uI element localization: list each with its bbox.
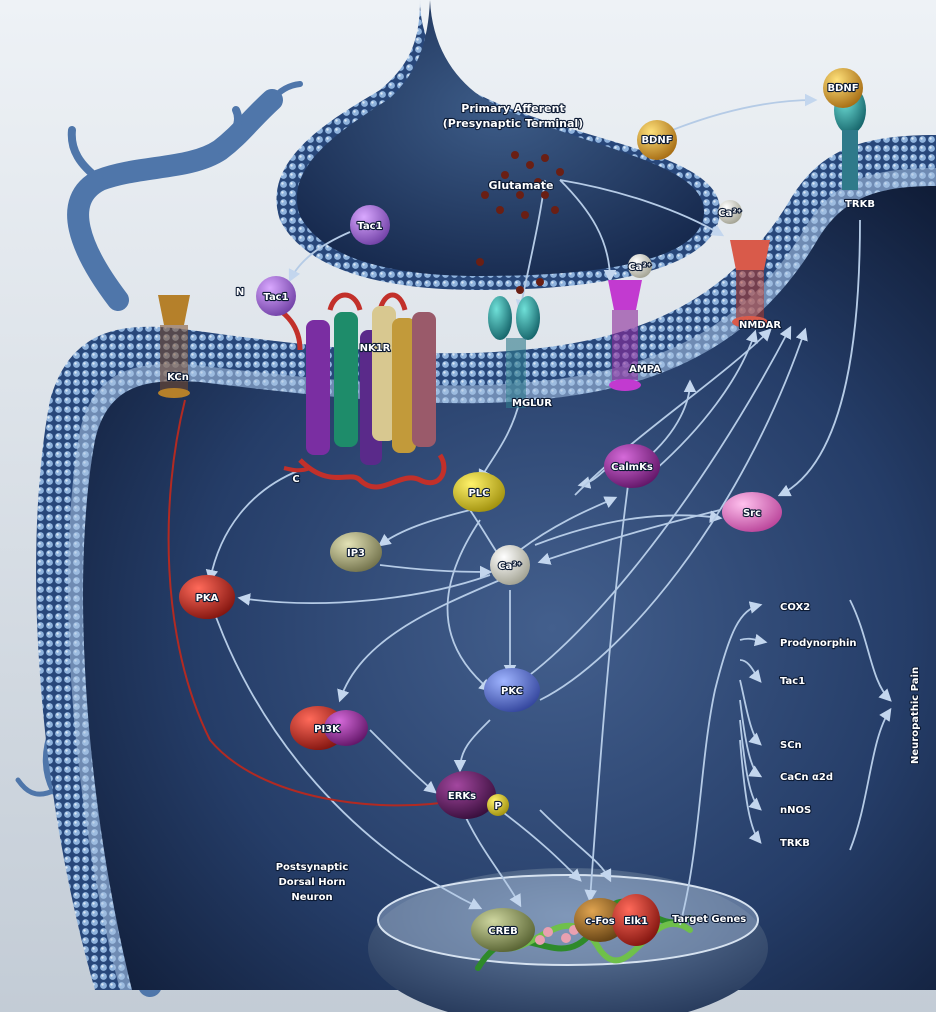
elk1-label: Elk1 [624, 916, 648, 927]
gene-item-scn: SCn [780, 740, 802, 751]
ip3-label: IP3 [347, 548, 365, 559]
glutamate-label: Glutamate [489, 179, 554, 192]
gene-item-nnos: nNOS [780, 805, 811, 816]
nk1r-label: NK1R [360, 343, 391, 354]
gene-item-cox2: COX2 [780, 602, 810, 613]
nmdar-channel [730, 240, 770, 328]
cfos-label: c-Fos [585, 916, 614, 927]
ca-central-label: Ca²⁺ [498, 561, 522, 572]
calmks-label: CalmKs [611, 462, 653, 473]
c-terminus-label: C [292, 474, 299, 485]
nmdar-label: NMDAR [739, 320, 781, 331]
mglur-label: MGLUR [512, 398, 552, 409]
kcn-label: KCn [167, 372, 189, 383]
target-genes-label: Target Genes [672, 914, 746, 925]
gene-item-prodynorphin: Prodynorphin [780, 638, 857, 649]
creb-label: CREB [488, 926, 518, 937]
postsynaptic-title-line2: Dorsal Horn [278, 877, 345, 888]
pka-label: PKA [196, 593, 219, 604]
presynaptic-title-line1: Primary Afferent [461, 102, 564, 115]
bdnf-vesicle-label: BDNF [641, 135, 672, 146]
pkc-label: PKC [501, 686, 523, 697]
tac1-bound-label: Tac1 [263, 292, 288, 303]
phospho-label: P [494, 801, 501, 812]
ca-nmdar-label: Ca²⁺ [718, 208, 742, 219]
gene-item-cacn-a2d: CaCn α2d [780, 772, 833, 783]
neuropathic-pain-label: Neuropathic Pain [910, 667, 921, 764]
bdnf-extracellular-label: BDNF [827, 83, 858, 94]
plc-label: PLC [468, 488, 489, 499]
ampa-label: AMPA [629, 364, 661, 375]
tac1-vesicle-label: Tac1 [357, 221, 382, 232]
postsynaptic-title-line1: Postsynaptic [276, 862, 349, 873]
n-terminus-label: N [236, 287, 244, 298]
trkb-receptor-label: TRKB [845, 199, 875, 210]
gene-item-trkb: TRKB [780, 838, 810, 849]
pi3k-label: PI3K [314, 724, 341, 735]
presynaptic-title-line2: (Presynaptic Terminal) [443, 117, 583, 130]
src-label: Src [743, 508, 761, 519]
postsynaptic-title-line3: Neuron [291, 892, 332, 903]
gene-item-tac1: Tac1 [780, 676, 805, 687]
ca-ampa-label: Ca²⁺ [628, 262, 652, 273]
erks-label: ERKs [448, 791, 476, 802]
